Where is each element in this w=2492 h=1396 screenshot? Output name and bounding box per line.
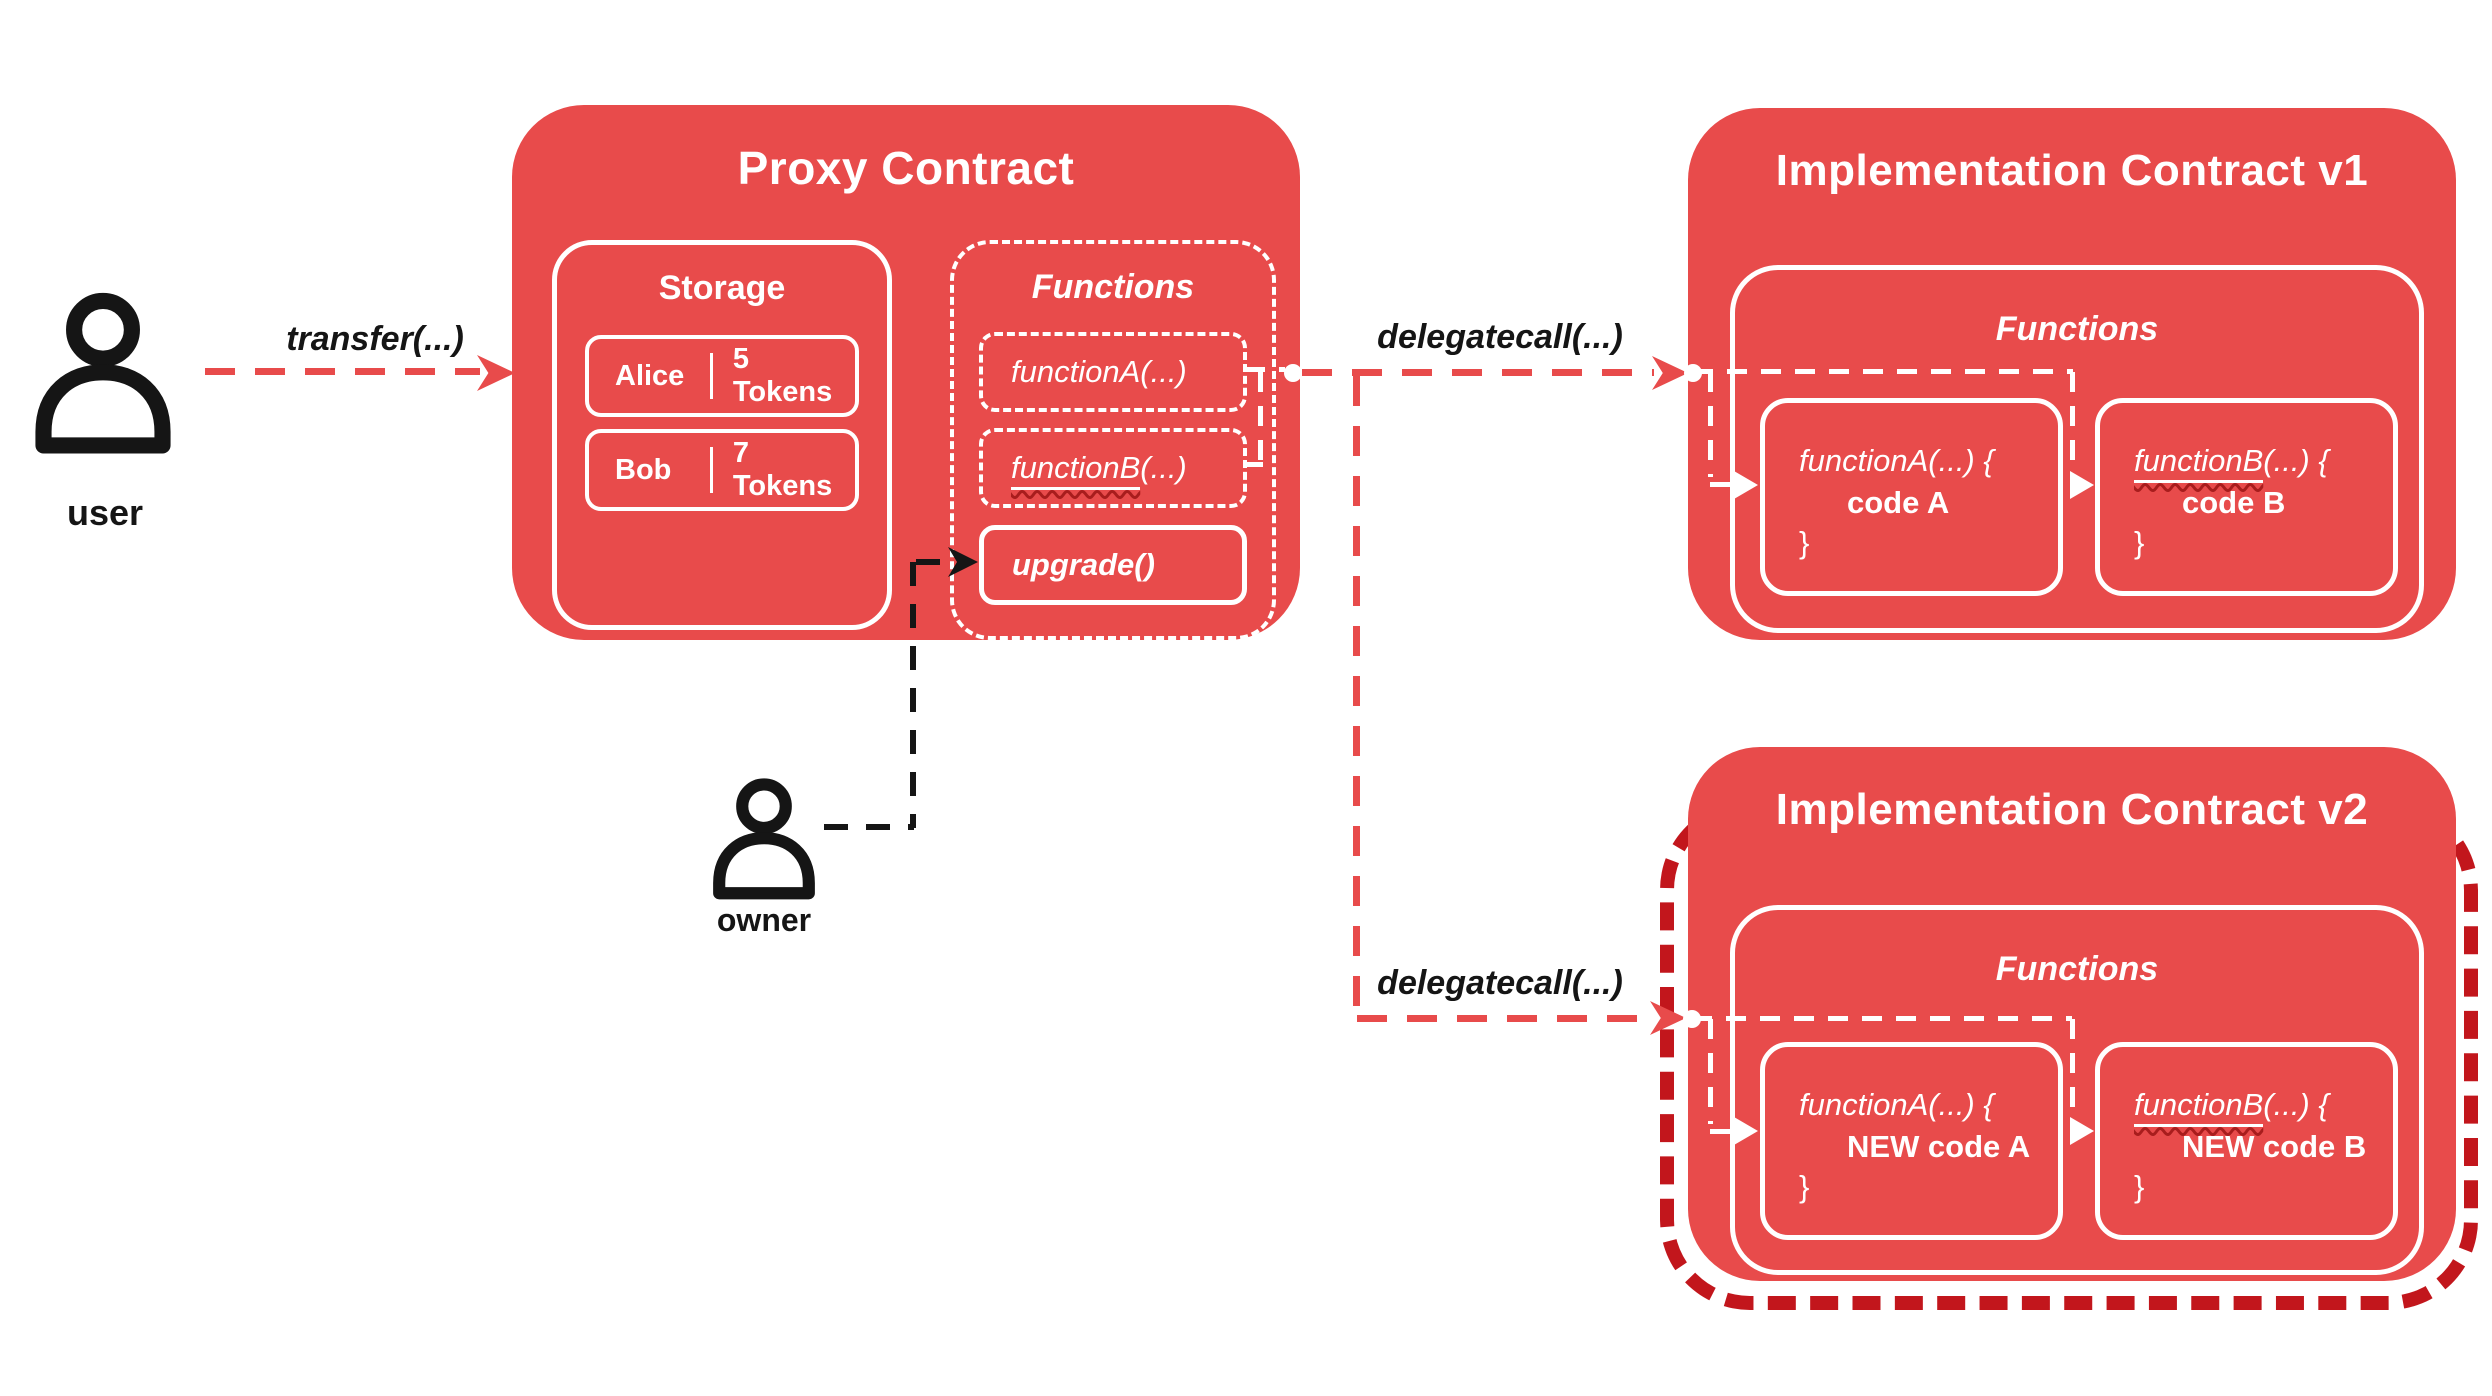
transfer-arrow-line — [205, 368, 480, 375]
proxy-functionA-pill: functionA(...) — [979, 332, 1247, 412]
functionB-close: } — [2134, 525, 2145, 560]
functionA-args: (...) { — [1928, 1087, 1994, 1122]
delegatecall-branch-line — [1353, 376, 1360, 1016]
impl-v2-functionB-box: functionBfunctionB(...) { NEW code B } — [2095, 1042, 2398, 1240]
functionB-name: functionBfunctionB — [2134, 1087, 2264, 1127]
v1-dispatch-line-to-fnB — [2070, 372, 2075, 472]
v1-dispatch-line-to-fnA — [1708, 372, 1713, 477]
v1-dispatch-line-horizontal — [1693, 369, 2073, 374]
functionA-name: functionA — [1799, 443, 1929, 478]
functionB-name: functionBfunctionB — [1011, 450, 1141, 490]
functionB-args: (...) — [1140, 450, 1187, 485]
impl-v2-functionA-box: functionA(...) { NEW code A } — [1760, 1042, 2063, 1240]
proxy-storage-box: Storage Alice 5 Tokens Bob 7 Tokens — [552, 240, 892, 630]
owner-line-stub — [916, 559, 950, 565]
impl-v1-functions-box: Functions functionA(...) { code A } func… — [1730, 265, 2424, 633]
fnA-to-dot-line — [1245, 367, 1285, 372]
functionA-name: functionA — [1011, 354, 1141, 389]
proxy-storage-title: Storage — [658, 269, 786, 307]
user-icon — [35, 292, 171, 454]
impl-v1-title: Implementation Contract v1 — [1775, 146, 2369, 195]
delegatecall-v1-line — [1302, 369, 1654, 376]
transfer-arrowhead-icon — [477, 355, 515, 391]
storage-row-alice: Alice 5 Tokens — [585, 335, 859, 417]
functionB-body: code B — [2182, 485, 2286, 520]
owner-icon — [713, 778, 815, 900]
v2-dispatch-line-horizontal — [1692, 1016, 2072, 1021]
impl-v2-title: Implementation Contract v2 — [1775, 785, 2369, 834]
fnB-to-dot-line — [1258, 372, 1263, 467]
functionA-body: NEW code A — [1847, 1129, 2031, 1164]
storage-row-divider — [709, 447, 713, 493]
storage-row-amount: 7 Tokens — [732, 437, 833, 502]
owner-line-horizontal — [824, 824, 914, 830]
v2-dispatch-line-to-fnA — [1708, 1019, 1713, 1124]
storage-row-name: Bob — [615, 453, 672, 486]
impl-v1-functionA-box: functionA(...) { code A } — [1760, 398, 2063, 596]
upgrade-label: upgrade() — [1012, 547, 1155, 582]
v2-dispatch-line-to-fnB — [2070, 1019, 2075, 1119]
functionA-body: code A — [1847, 485, 1950, 520]
functionB-args: (...) { — [2263, 443, 2329, 478]
v2-fnA-stub-line — [1710, 1129, 1738, 1134]
proxy-functionB-pill: functionBfunctionB(...) — [979, 428, 1247, 508]
proxy-functions-title: Functions — [1031, 268, 1195, 306]
v1-fnA-stub-line — [1710, 482, 1738, 487]
functionA-close: } — [1799, 1169, 1810, 1204]
impl-v2-functions-title: Functions — [1995, 950, 2159, 988]
transfer-label: transfer(...) — [286, 320, 464, 358]
storage-row-amount: 5 Tokens — [732, 343, 833, 408]
functionB-args: (...) { — [2263, 1087, 2329, 1122]
functionA-name: functionA — [1799, 1087, 1929, 1122]
storage-row-divider — [709, 353, 713, 399]
functionB-name: functionBfunctionB — [2134, 443, 2264, 483]
impl-v2-functions-box: Functions functionA(...) { NEW code A } … — [1730, 905, 2424, 1275]
functionB-body: NEW code B — [2182, 1129, 2367, 1164]
proxy-functions-box: Functions functionA(...) functionBfuncti… — [950, 240, 1276, 640]
proxy-contract-title: Proxy Contract — [737, 142, 1075, 194]
proxy-junction-dot — [1284, 364, 1302, 382]
impl-v1-functions-title: Functions — [1995, 310, 2159, 348]
impl-v2-box: Implementation Contract v2 Functions fun… — [1688, 747, 2456, 1281]
proxy-contract-box: Proxy Contract Storage Alice 5 Tokens Bo… — [512, 105, 1300, 640]
v1-entry-dot — [1684, 364, 1702, 382]
fnB-stub-line — [1245, 462, 1263, 467]
proxy-upgrade-pill: upgrade() — [979, 525, 1247, 605]
user-label: user — [66, 492, 144, 533]
delegatecall-v2-line — [1357, 1015, 1655, 1022]
v2-entry-dot — [1683, 1010, 1701, 1028]
owner-label: owner — [716, 902, 812, 938]
functionA-args: (...) { — [1928, 443, 1994, 478]
functionA-close: } — [1799, 525, 1810, 560]
functionA-args: (...) — [1140, 354, 1187, 389]
owner-line-vertical — [910, 562, 916, 828]
impl-v1-functionB-box: functionBfunctionB(...) { code B } — [2095, 398, 2398, 596]
storage-row-bob: Bob 7 Tokens — [585, 429, 859, 511]
delegatecall-v1-arrowhead-icon — [1652, 356, 1688, 390]
delegatecall-v1-label: delegatecall(...) — [1377, 318, 1623, 356]
storage-row-name: Alice — [615, 359, 685, 392]
functionB-close: } — [2134, 1169, 2145, 1204]
delegatecall-v2-label: delegatecall(...) — [1377, 964, 1623, 1002]
impl-v1-box: Implementation Contract v1 Functions fun… — [1688, 108, 2456, 640]
